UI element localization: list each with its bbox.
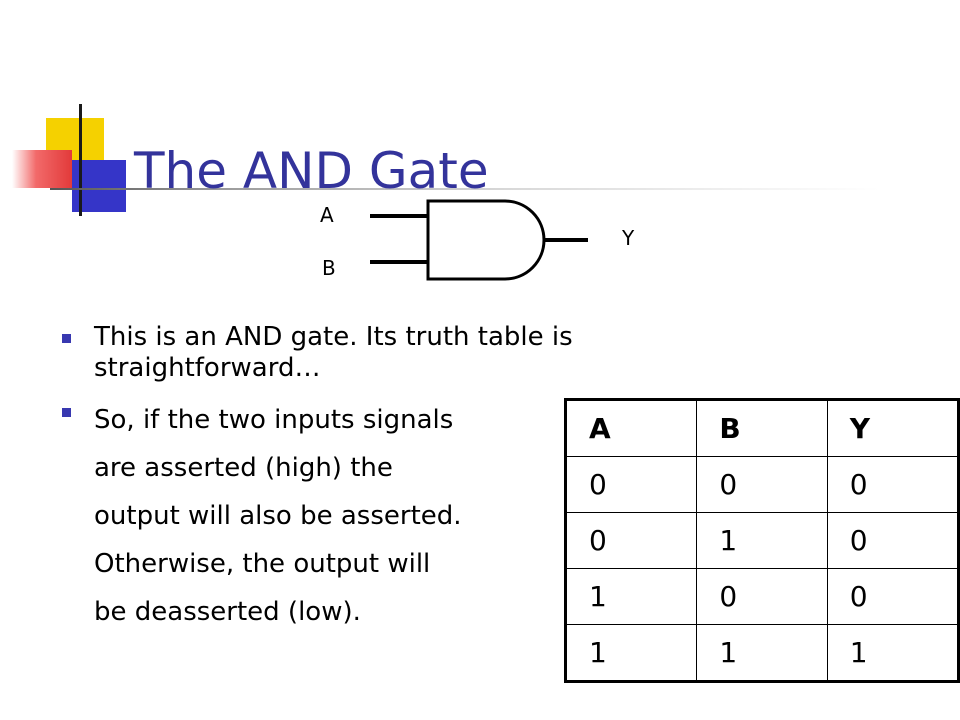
table-cell: 1 (826, 624, 960, 682)
header-cell: A (564, 399, 698, 457)
table-cell: 1 (564, 568, 698, 625)
table-cell: 1 (564, 624, 698, 682)
table-cell: 1 (696, 512, 828, 569)
bullet-line: Otherwise, the output will (94, 549, 431, 579)
table-cell: 0 (826, 568, 960, 625)
header-cell: B (696, 399, 828, 457)
bullet-list: This is an AND gate. Its truth table is … (62, 322, 742, 636)
table-row: 0 0 0 (564, 456, 960, 513)
table-cell: 0 (564, 456, 698, 513)
output-y-label: Y (621, 226, 635, 250)
table-row: 0 1 0 (564, 512, 960, 569)
table-cell: 0 (826, 456, 960, 513)
bullet-line: This is an AND gate. Its truth table is (94, 322, 573, 352)
table-header-row: A B Y (564, 399, 960, 457)
table-row: 1 1 1 (564, 624, 960, 682)
table-cell: 0 (826, 512, 960, 569)
bullet-line: output will also be asserted. (94, 501, 462, 531)
decor-red-bar (12, 150, 72, 188)
table-cell: 0 (696, 568, 828, 625)
input-a-label: A (320, 203, 334, 227)
bullet-line: straightforward… (94, 353, 321, 383)
title-underline (50, 188, 880, 190)
bullet-marker (62, 334, 71, 343)
bullet-marker (62, 408, 71, 417)
table-cell: 0 (564, 512, 698, 569)
truth-table: A B Y 0 0 0 0 1 0 1 0 0 1 1 1 (564, 398, 960, 683)
and-gate-diagram: A B Y (320, 199, 635, 281)
decor-vertical-line (79, 104, 82, 216)
table-row: 1 0 0 (564, 568, 960, 625)
bullet-line: So, if the two inputs signals (94, 405, 454, 435)
table-cell: 0 (696, 456, 828, 513)
header-cell: Y (826, 399, 960, 457)
bullet-item: So, if the two inputs signals are assert… (62, 396, 742, 636)
bullet-line: be deasserted (low). (94, 597, 361, 627)
bullet-item: This is an AND gate. Its truth table is … (62, 322, 742, 384)
and-gate-body (426, 199, 546, 281)
slide-title: The AND Gate (134, 141, 489, 200)
table-cell: 1 (696, 624, 828, 682)
bullet-line: are asserted (high) the (94, 453, 393, 483)
input-b-label: B (322, 256, 336, 280)
